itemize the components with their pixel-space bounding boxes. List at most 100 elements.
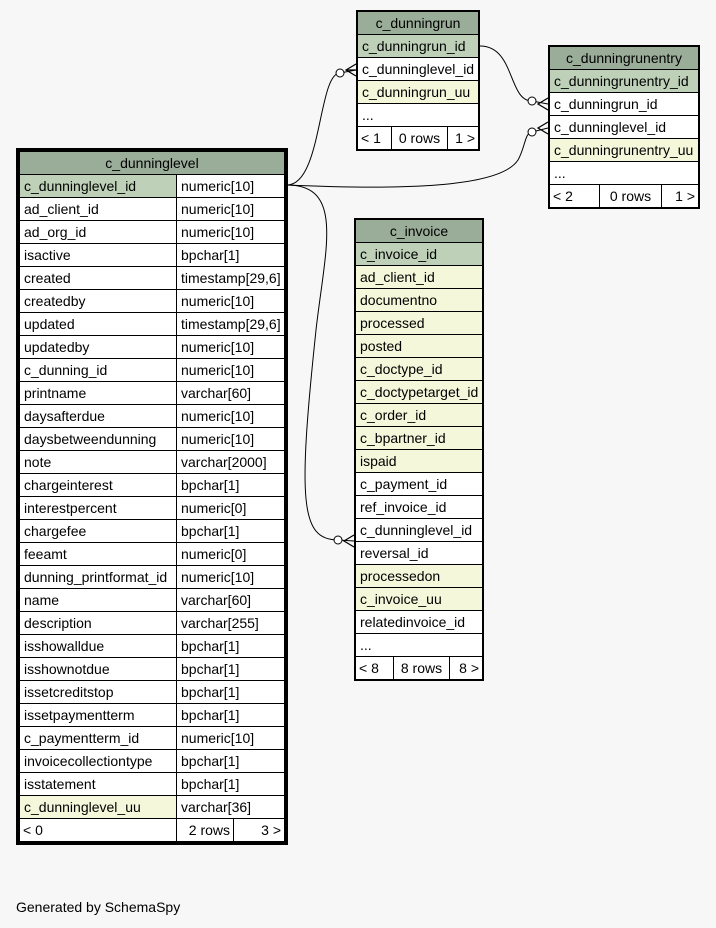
- column-name[interactable]: c_dunninglevel_id: [19, 174, 177, 198]
- column-name[interactable]: c_dunninglevel_id: [355, 518, 483, 542]
- column-name[interactable]: dunning_printformat_id: [19, 565, 177, 589]
- column-name[interactable]: printname: [19, 381, 177, 405]
- table-row[interactable]: c_dunninglevel_id: [549, 115, 699, 139]
- column-name[interactable]: daysafterdue: [19, 404, 177, 428]
- table-row[interactable]: processed: [355, 311, 483, 335]
- table-row[interactable]: c_doctype_id: [355, 357, 483, 381]
- table-row[interactable]: processedon: [355, 564, 483, 588]
- column-name[interactable]: isactive: [19, 243, 177, 267]
- table-title[interactable]: c_dunningrun: [357, 11, 479, 35]
- column-name[interactable]: feeamt: [19, 542, 177, 566]
- column-name[interactable]: ad_client_id: [355, 265, 483, 289]
- column-name[interactable]: c_payment_id: [355, 472, 483, 496]
- table-row[interactable]: c_payment_id: [355, 472, 483, 496]
- column-name[interactable]: c_dunninglevel_id: [357, 57, 479, 81]
- column-name[interactable]: c_dunningrun_id: [549, 92, 699, 116]
- table-row[interactable]: c_dunningrunentry_uu: [549, 138, 699, 162]
- column-name[interactable]: posted: [355, 334, 483, 358]
- column-name[interactable]: c_doctypetarget_id: [355, 380, 483, 404]
- column-name[interactable]: c_dunningrunentry_uu: [549, 138, 699, 162]
- table-row[interactable]: ...: [549, 161, 699, 185]
- column-name[interactable]: c_invoice_id: [355, 242, 483, 266]
- table-title[interactable]: c_dunningrunentry: [549, 46, 699, 70]
- column-name[interactable]: ad_org_id: [19, 220, 177, 244]
- column-name[interactable]: documentno: [355, 288, 483, 312]
- column-name[interactable]: updatedby: [19, 335, 177, 359]
- table-row[interactable]: c_dunningrun_id: [549, 92, 699, 116]
- table-row[interactable]: c_order_id: [355, 403, 483, 427]
- column-name[interactable]: c_order_id: [355, 403, 483, 427]
- table-row[interactable]: ad_client_id: [355, 265, 483, 289]
- column-name[interactable]: ...: [357, 103, 479, 127]
- column-name[interactable]: c_dunningrun_uu: [357, 80, 479, 104]
- column-name[interactable]: ...: [549, 161, 699, 185]
- column-name[interactable]: reversal_id: [355, 541, 483, 565]
- column-name[interactable]: chargeinterest: [19, 473, 177, 497]
- column-name[interactable]: c_doctype_id: [355, 357, 483, 381]
- column-name[interactable]: processed: [355, 311, 483, 335]
- column-name[interactable]: relatedinvoice_id: [355, 610, 483, 634]
- column-name[interactable]: c_dunninglevel_uu: [19, 795, 177, 819]
- column-name[interactable]: issetcreditstop: [19, 680, 177, 704]
- column-name[interactable]: c_dunningrun_id: [357, 34, 479, 58]
- column-name[interactable]: c_bpartner_id: [355, 426, 483, 450]
- table-row[interactable]: c_dunninglevel_id: [355, 518, 483, 542]
- column-name[interactable]: c_invoice_uu: [355, 587, 483, 611]
- column-name[interactable]: c_paymentterm_id: [19, 726, 177, 750]
- column-name[interactable]: ...: [355, 633, 483, 657]
- column-name[interactable]: isshownotdue: [19, 657, 177, 681]
- table-row[interactable]: c_dunningrun_id: [357, 34, 479, 58]
- column-name[interactable]: c_dunninglevel_id: [549, 115, 699, 139]
- table-row[interactable]: ispaid: [355, 449, 483, 473]
- column-name[interactable]: created: [19, 266, 177, 290]
- table-title[interactable]: c_dunninglevel: [19, 151, 285, 175]
- table-row[interactable]: c_dunninglevel_id: [357, 57, 479, 81]
- table-row[interactable]: reversal_id: [355, 541, 483, 565]
- column-name[interactable]: description: [19, 611, 177, 635]
- column-name[interactable]: updated: [19, 312, 177, 336]
- column-name[interactable]: isshowalldue: [19, 634, 177, 658]
- column-name[interactable]: invoicecollectiontype: [19, 749, 177, 773]
- table-row[interactable]: posted: [355, 334, 483, 358]
- column-name[interactable]: name: [19, 588, 177, 612]
- table-row[interactable]: c_invoice_id: [355, 242, 483, 266]
- table-row[interactable]: c_invoice_uu: [355, 587, 483, 611]
- column-name[interactable]: ad_client_id: [19, 197, 177, 221]
- column-name[interactable]: isstatement: [19, 772, 177, 796]
- column-name[interactable]: c_dunningrunentry_id: [549, 69, 699, 93]
- table-row[interactable]: ...: [355, 633, 483, 657]
- column-name[interactable]: chargefee: [19, 519, 177, 543]
- table-row[interactable]: ref_invoice_id: [355, 495, 483, 519]
- table-row[interactable]: c_dunningrun_uu: [357, 80, 479, 104]
- column-name[interactable]: processedon: [355, 564, 483, 588]
